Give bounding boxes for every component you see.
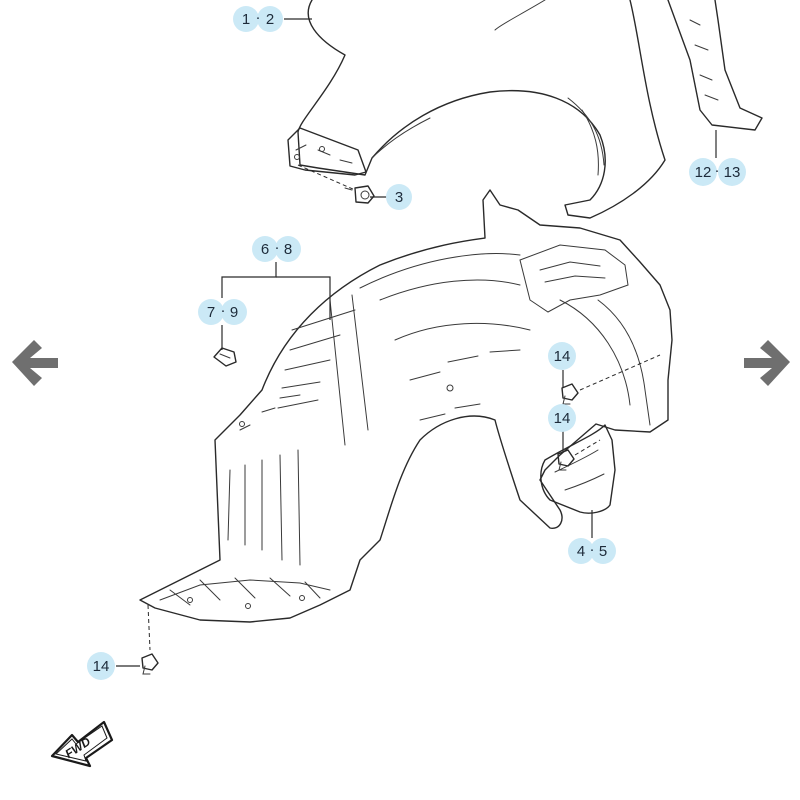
callout-14-lower-label: 14 [93, 658, 110, 675]
previous-image-button[interactable] [5, 335, 65, 391]
fwd-direction-badge: FWD [50, 720, 114, 768]
callout-14-middle-label: 14 [554, 410, 571, 427]
callout-7-9-separator: · [221, 302, 226, 319]
callout-7-9-right: 9 [230, 304, 238, 321]
clip-nut-part-7-9 [213, 347, 237, 367]
callout-1-2-left: 1 [242, 11, 250, 28]
callout-7-9[interactable]: 7 · 9 [198, 299, 247, 325]
callout-6-8[interactable]: 6 · 8 [252, 236, 301, 262]
callout-4-5[interactable]: 4 · 5 [568, 538, 616, 564]
callout-4-5-separator: · [590, 541, 595, 558]
fastener-part-14-middle [557, 439, 601, 471]
callout-6-8-right: 8 [284, 241, 292, 258]
callout-1-2-separator: · [256, 9, 261, 26]
fender-bracket [287, 127, 367, 176]
callout-3[interactable]: 3 [386, 184, 412, 210]
arrow-right-icon [744, 340, 790, 386]
callout-7-9-left: 7 [207, 304, 215, 321]
callout-4-5-left: 4 [577, 543, 585, 560]
arrow-left-icon [12, 340, 58, 386]
screw-part-3 [297, 164, 375, 204]
callout-1-2[interactable]: 1 · 2 [233, 6, 283, 32]
callout-3-label: 3 [395, 189, 403, 206]
fender-side-panel [667, 0, 763, 131]
fastener-part-14-lower [141, 604, 159, 675]
fastener-part-14-upper [561, 354, 661, 405]
callout-12-13-left: 12 [695, 164, 712, 181]
callout-12-13[interactable]: 12 · 13 [689, 158, 746, 186]
callout-4-5-right: 5 [599, 543, 607, 560]
front-fender [297, 0, 666, 219]
callout-14-upper-label: 14 [554, 348, 571, 365]
next-image-button[interactable] [735, 335, 795, 391]
callout-14-middle[interactable]: 14 [548, 404, 576, 432]
callout-leaders [116, 18, 717, 667]
mud-flap [540, 424, 616, 514]
callout-14-upper[interactable]: 14 [548, 342, 576, 370]
callout-6-8-separator: · [275, 239, 280, 256]
callout-12-13-right: 13 [724, 164, 741, 181]
callout-6-8-left: 6 [261, 241, 269, 258]
fender-liner [139, 189, 673, 623]
callout-14-lower[interactable]: 14 [87, 652, 115, 680]
callout-12-13-separator: · [715, 162, 720, 179]
callout-1-2-right: 2 [266, 11, 274, 28]
